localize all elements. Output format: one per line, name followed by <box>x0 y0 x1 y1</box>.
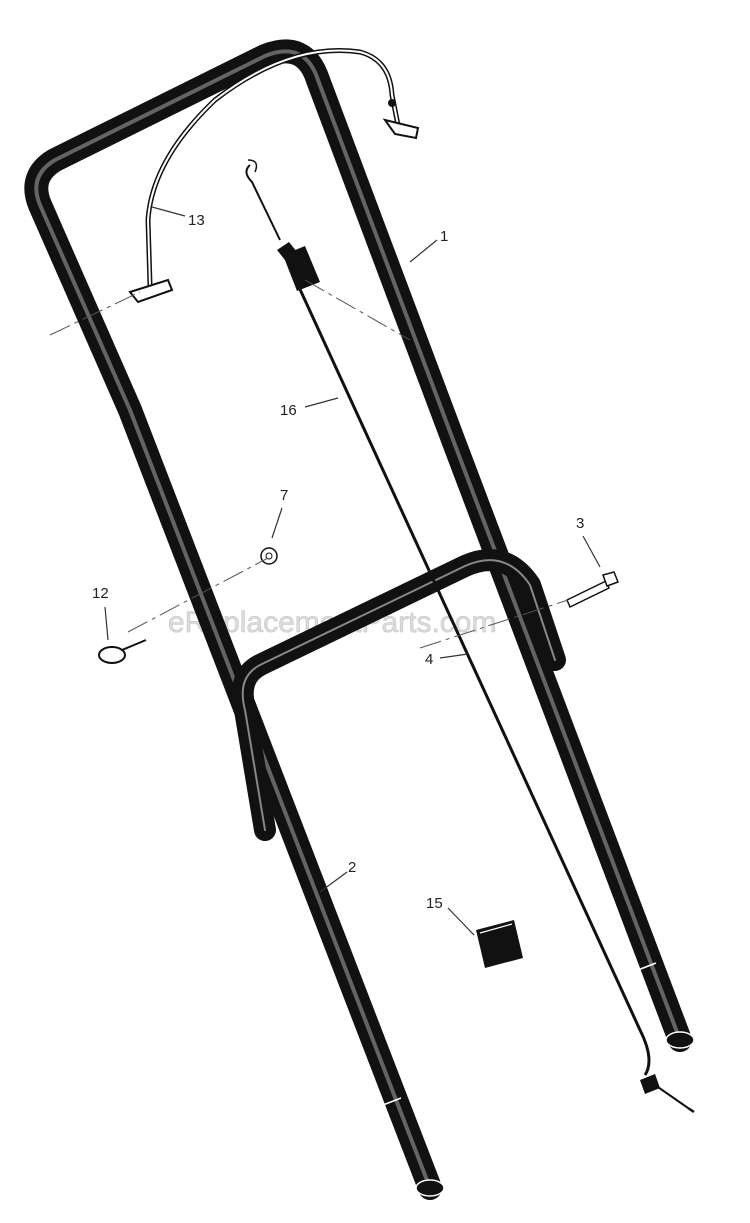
label-part-2: 2 <box>348 859 356 876</box>
control-bail[interactable] <box>128 48 420 304</box>
label-part-4: 4 <box>425 651 433 668</box>
part-labels: 1 2 3 4 7 12 13 15 16 <box>92 212 584 912</box>
assembly-lines <box>49 279 569 649</box>
label-part-13: 13 <box>188 212 205 229</box>
lower-handle[interactable] <box>231 549 566 841</box>
cable-tie[interactable] <box>476 920 523 968</box>
eye-bolt[interactable] <box>98 639 147 664</box>
control-cable[interactable] <box>245 159 695 1114</box>
label-part-7: 7 <box>280 487 288 504</box>
leader-lines <box>104 206 601 936</box>
label-part-12: 12 <box>92 585 109 602</box>
knob[interactable] <box>260 547 278 565</box>
label-part-3: 3 <box>576 515 584 532</box>
label-part-1: 1 <box>440 228 448 245</box>
bolt[interactable] <box>566 571 619 609</box>
label-part-16: 16 <box>280 402 297 419</box>
label-part-15: 15 <box>426 895 443 912</box>
upper-handle[interactable] <box>24 39 695 1200</box>
